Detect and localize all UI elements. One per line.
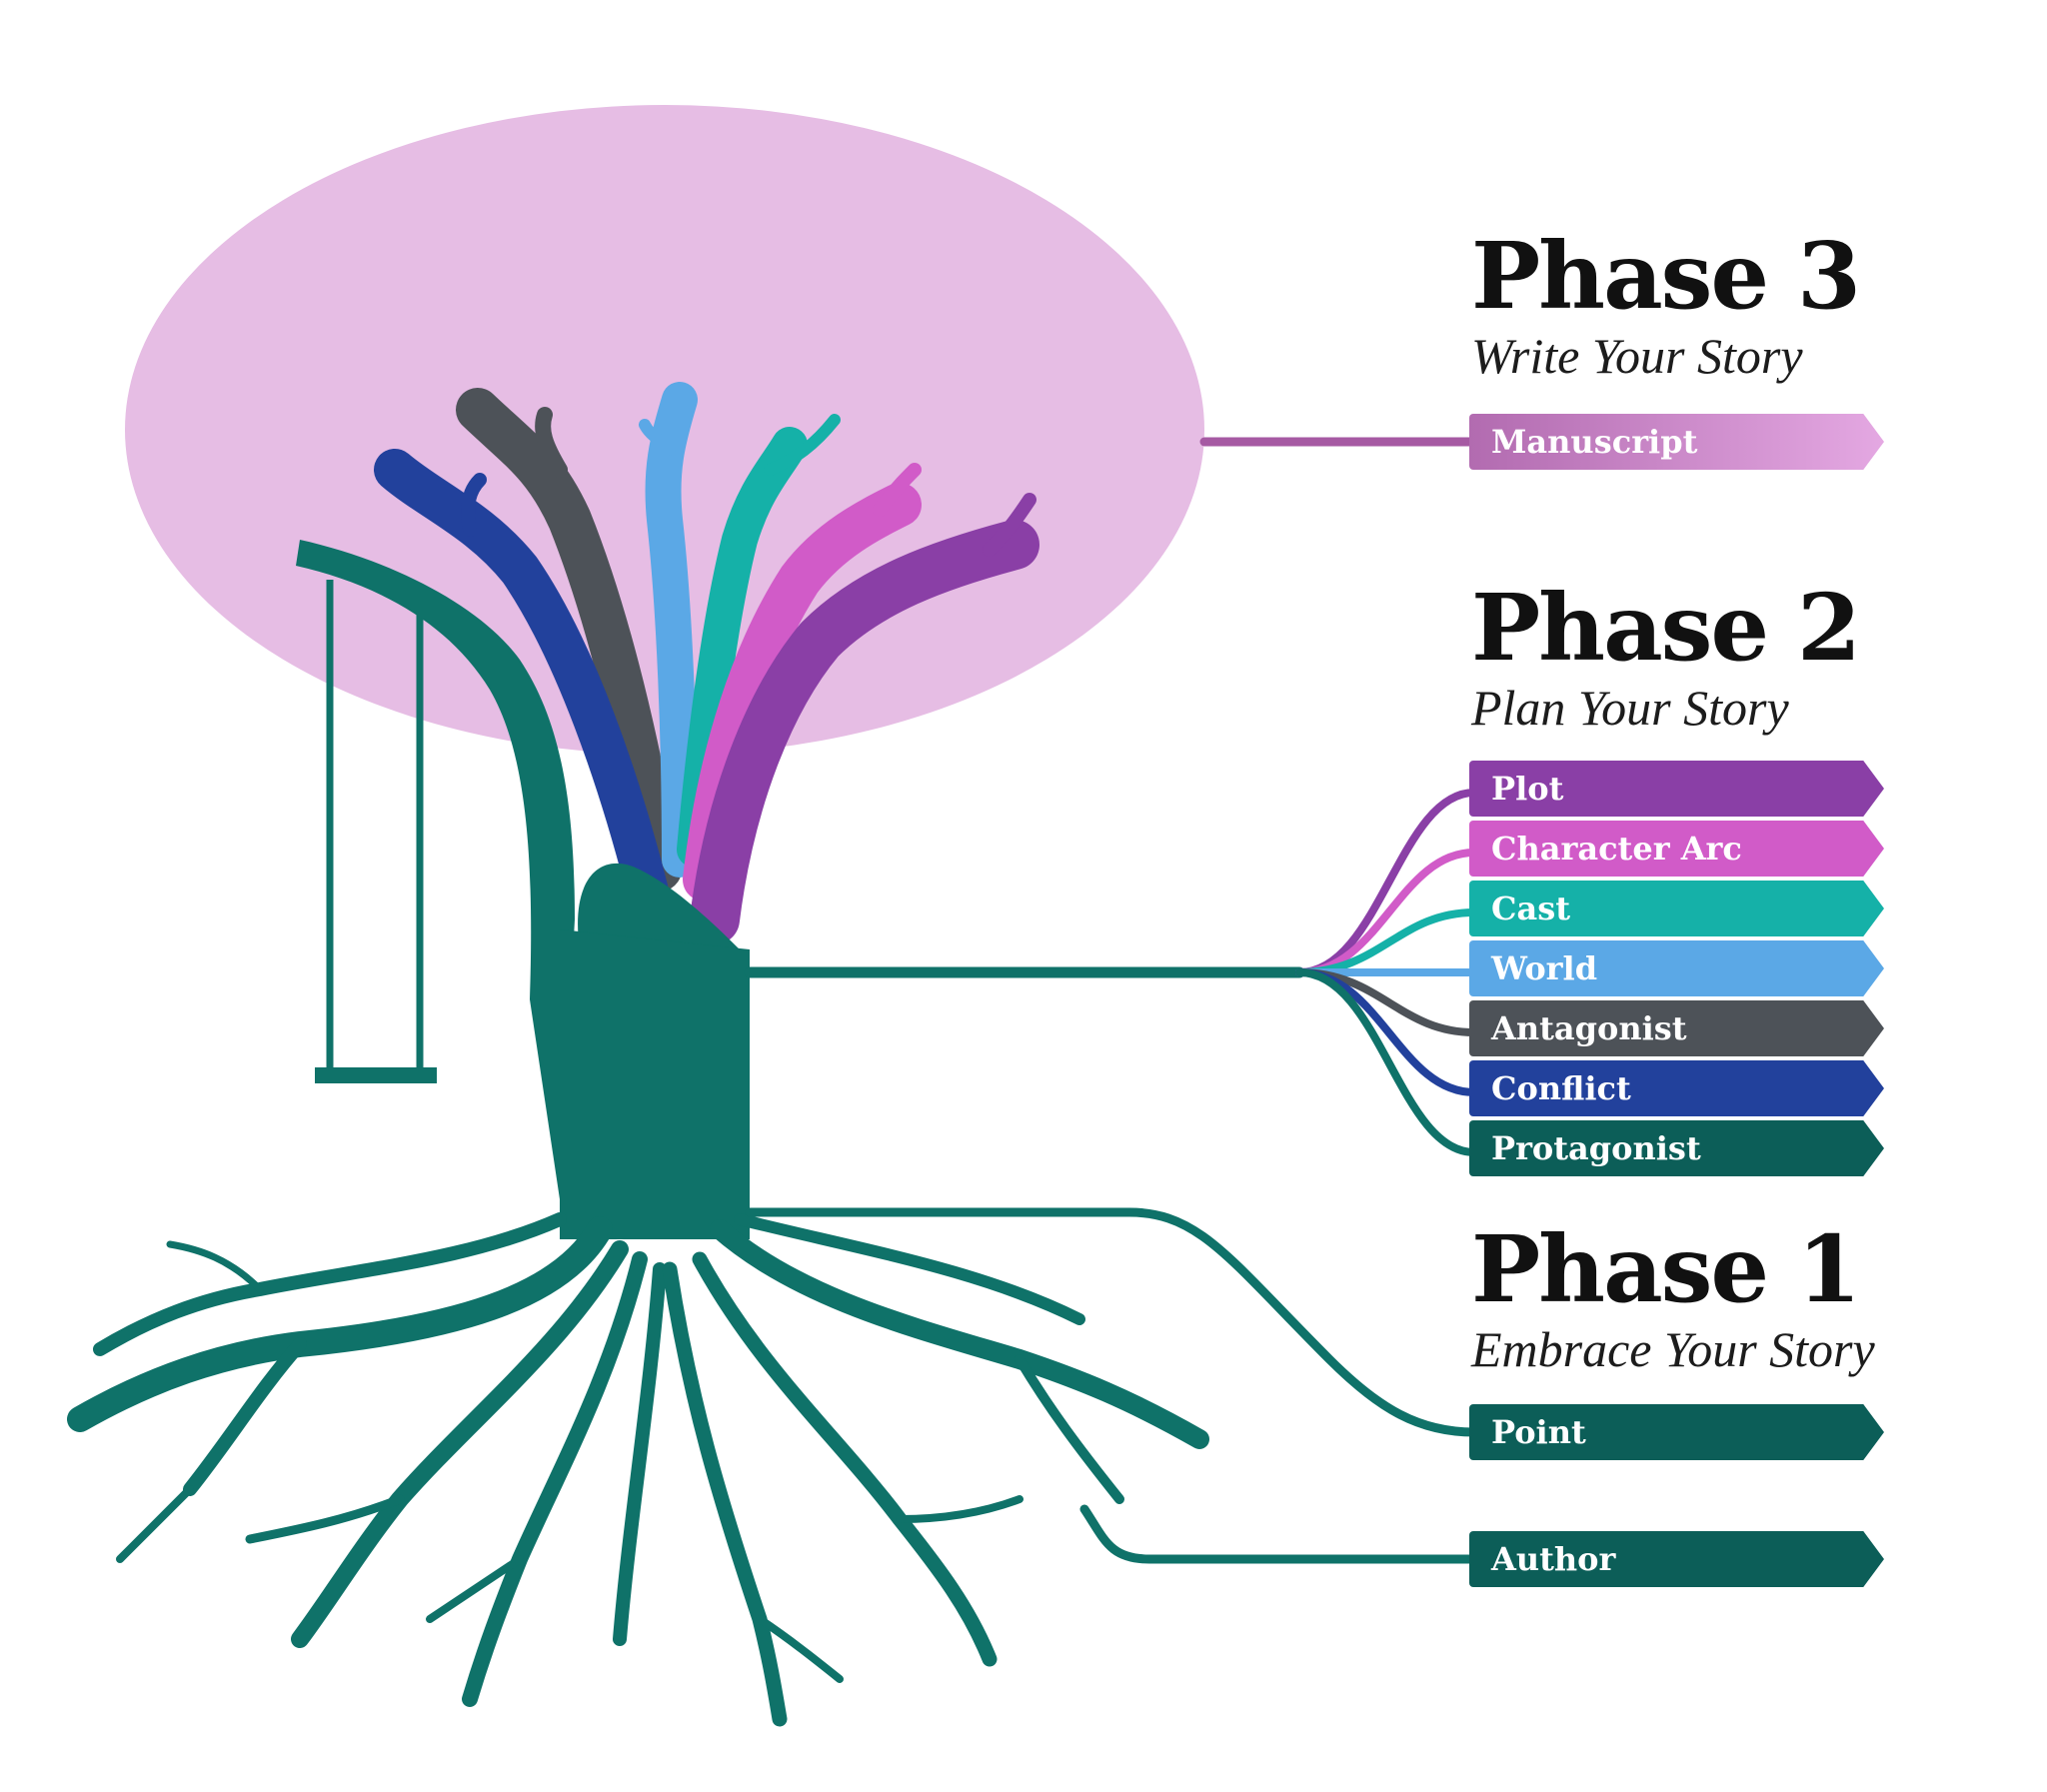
- phase-1-heading: Phase 1 Embrace Your Story: [1471, 1219, 1875, 1379]
- phase-3-subtitle: Write Your Story: [1471, 328, 1803, 384]
- branch-antagonist: [456, 388, 682, 892]
- connector-point: [745, 1207, 1479, 1437]
- connector-protagonist: [1295, 968, 1478, 1156]
- tag-conflict: Conflict: [1469, 1060, 1884, 1116]
- tag-manuscript: Manuscript: [1469, 414, 1884, 470]
- branch-conflict: [374, 449, 671, 920]
- tag-world: World: [1469, 940, 1884, 996]
- tag-plot: Plot: [1469, 761, 1884, 817]
- tag-character-arc: Character Arc: [1469, 821, 1884, 877]
- phase-2-subtitle: Plan Your Story: [1471, 680, 1789, 736]
- phase-3-title: Phase 3: [1471, 222, 1861, 330]
- branch-plot: [690, 493, 1039, 944]
- tag-cast: Cast: [1469, 881, 1884, 936]
- tree-roots: [67, 1212, 1209, 1727]
- phase-1-title: Phase 1: [1471, 1215, 1861, 1323]
- tag-antagonist: Antagonist: [1469, 1000, 1884, 1056]
- phase-3-heading: Phase 3 Write Your Story: [1471, 222, 1861, 386]
- trunk-base: [560, 929, 750, 1239]
- phase-1-subtitle: Embrace Your Story: [1471, 1321, 1875, 1377]
- tag-point: Point: [1469, 1404, 1884, 1460]
- tree-swing: [326, 580, 424, 1079]
- branch-world: [639, 382, 698, 878]
- swing-seat: [315, 1067, 437, 1083]
- connector-author: [1079, 1504, 1479, 1564]
- phase-2-title: Phase 2: [1471, 574, 1861, 682]
- tag-author: Author: [1469, 1531, 1884, 1587]
- tag-protagonist: Protagonist: [1469, 1120, 1884, 1176]
- phase-2-heading: Phase 2 Plan Your Story: [1471, 574, 1861, 738]
